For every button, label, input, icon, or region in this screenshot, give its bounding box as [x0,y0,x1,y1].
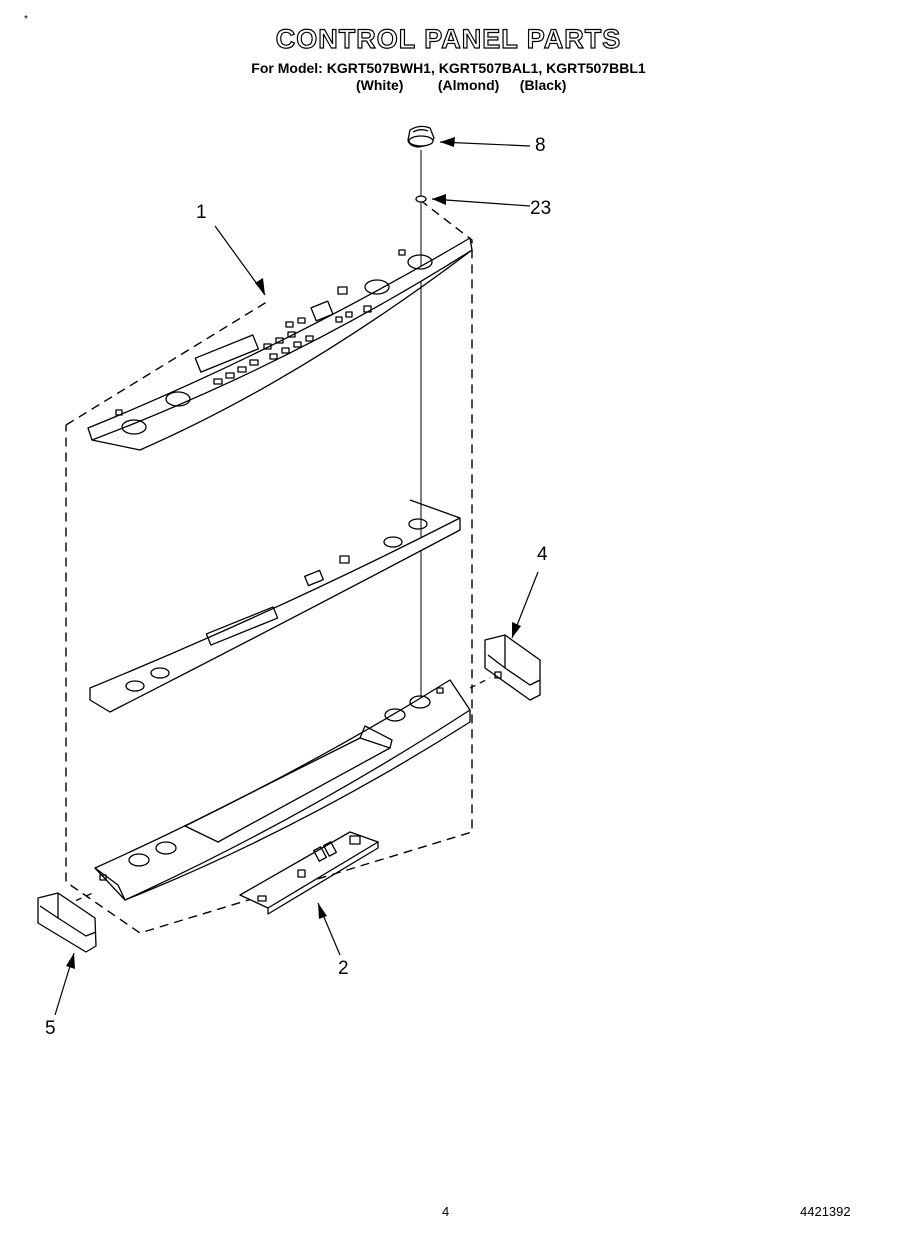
color-variants: (White) (Almond) (Black) [356,77,566,93]
model-list: For Model: KGRT507BWH1, KGRT507BAL1, KGR… [251,60,646,76]
leader-arrowheads [66,137,521,969]
callout-5: 5 [45,1018,56,1039]
end-cap-part-4 [484,634,541,701]
assembly-outline-top [65,299,271,426]
color-white: (White) [356,77,404,93]
color-black: (Black) [519,77,567,93]
end-cap-part-5 [37,892,97,953]
control-panel-housing [65,677,491,906]
arrow-8 [440,137,455,147]
callout-4: 4 [537,544,548,565]
callout-2: 2 [338,958,349,979]
leader-8 [439,141,531,147]
callout-1: 1 [196,202,207,223]
callout-23: 23 [530,198,552,219]
callout-8: 8 [535,135,546,156]
arrow-4 [512,622,521,638]
clip-part-23 [415,195,427,203]
arrow-2 [318,903,327,919]
knob-part-8 [407,125,435,148]
color-almond: (Almond) [437,77,500,93]
page-title: CONTROL PANEL PARTS [275,23,622,54]
leader-23 [431,198,531,207]
document-number: 4421392 [800,1204,851,1219]
arrow-23 [432,194,446,205]
console-faceplate-part-1 [87,237,473,451]
circuit-board-part-2 [239,831,379,915]
arrow-1 [255,278,265,295]
arrow-5 [66,953,75,969]
overlay-gasket [89,499,461,713]
page-number: 4 [442,1204,450,1219]
corner-mark: * [24,14,28,25]
